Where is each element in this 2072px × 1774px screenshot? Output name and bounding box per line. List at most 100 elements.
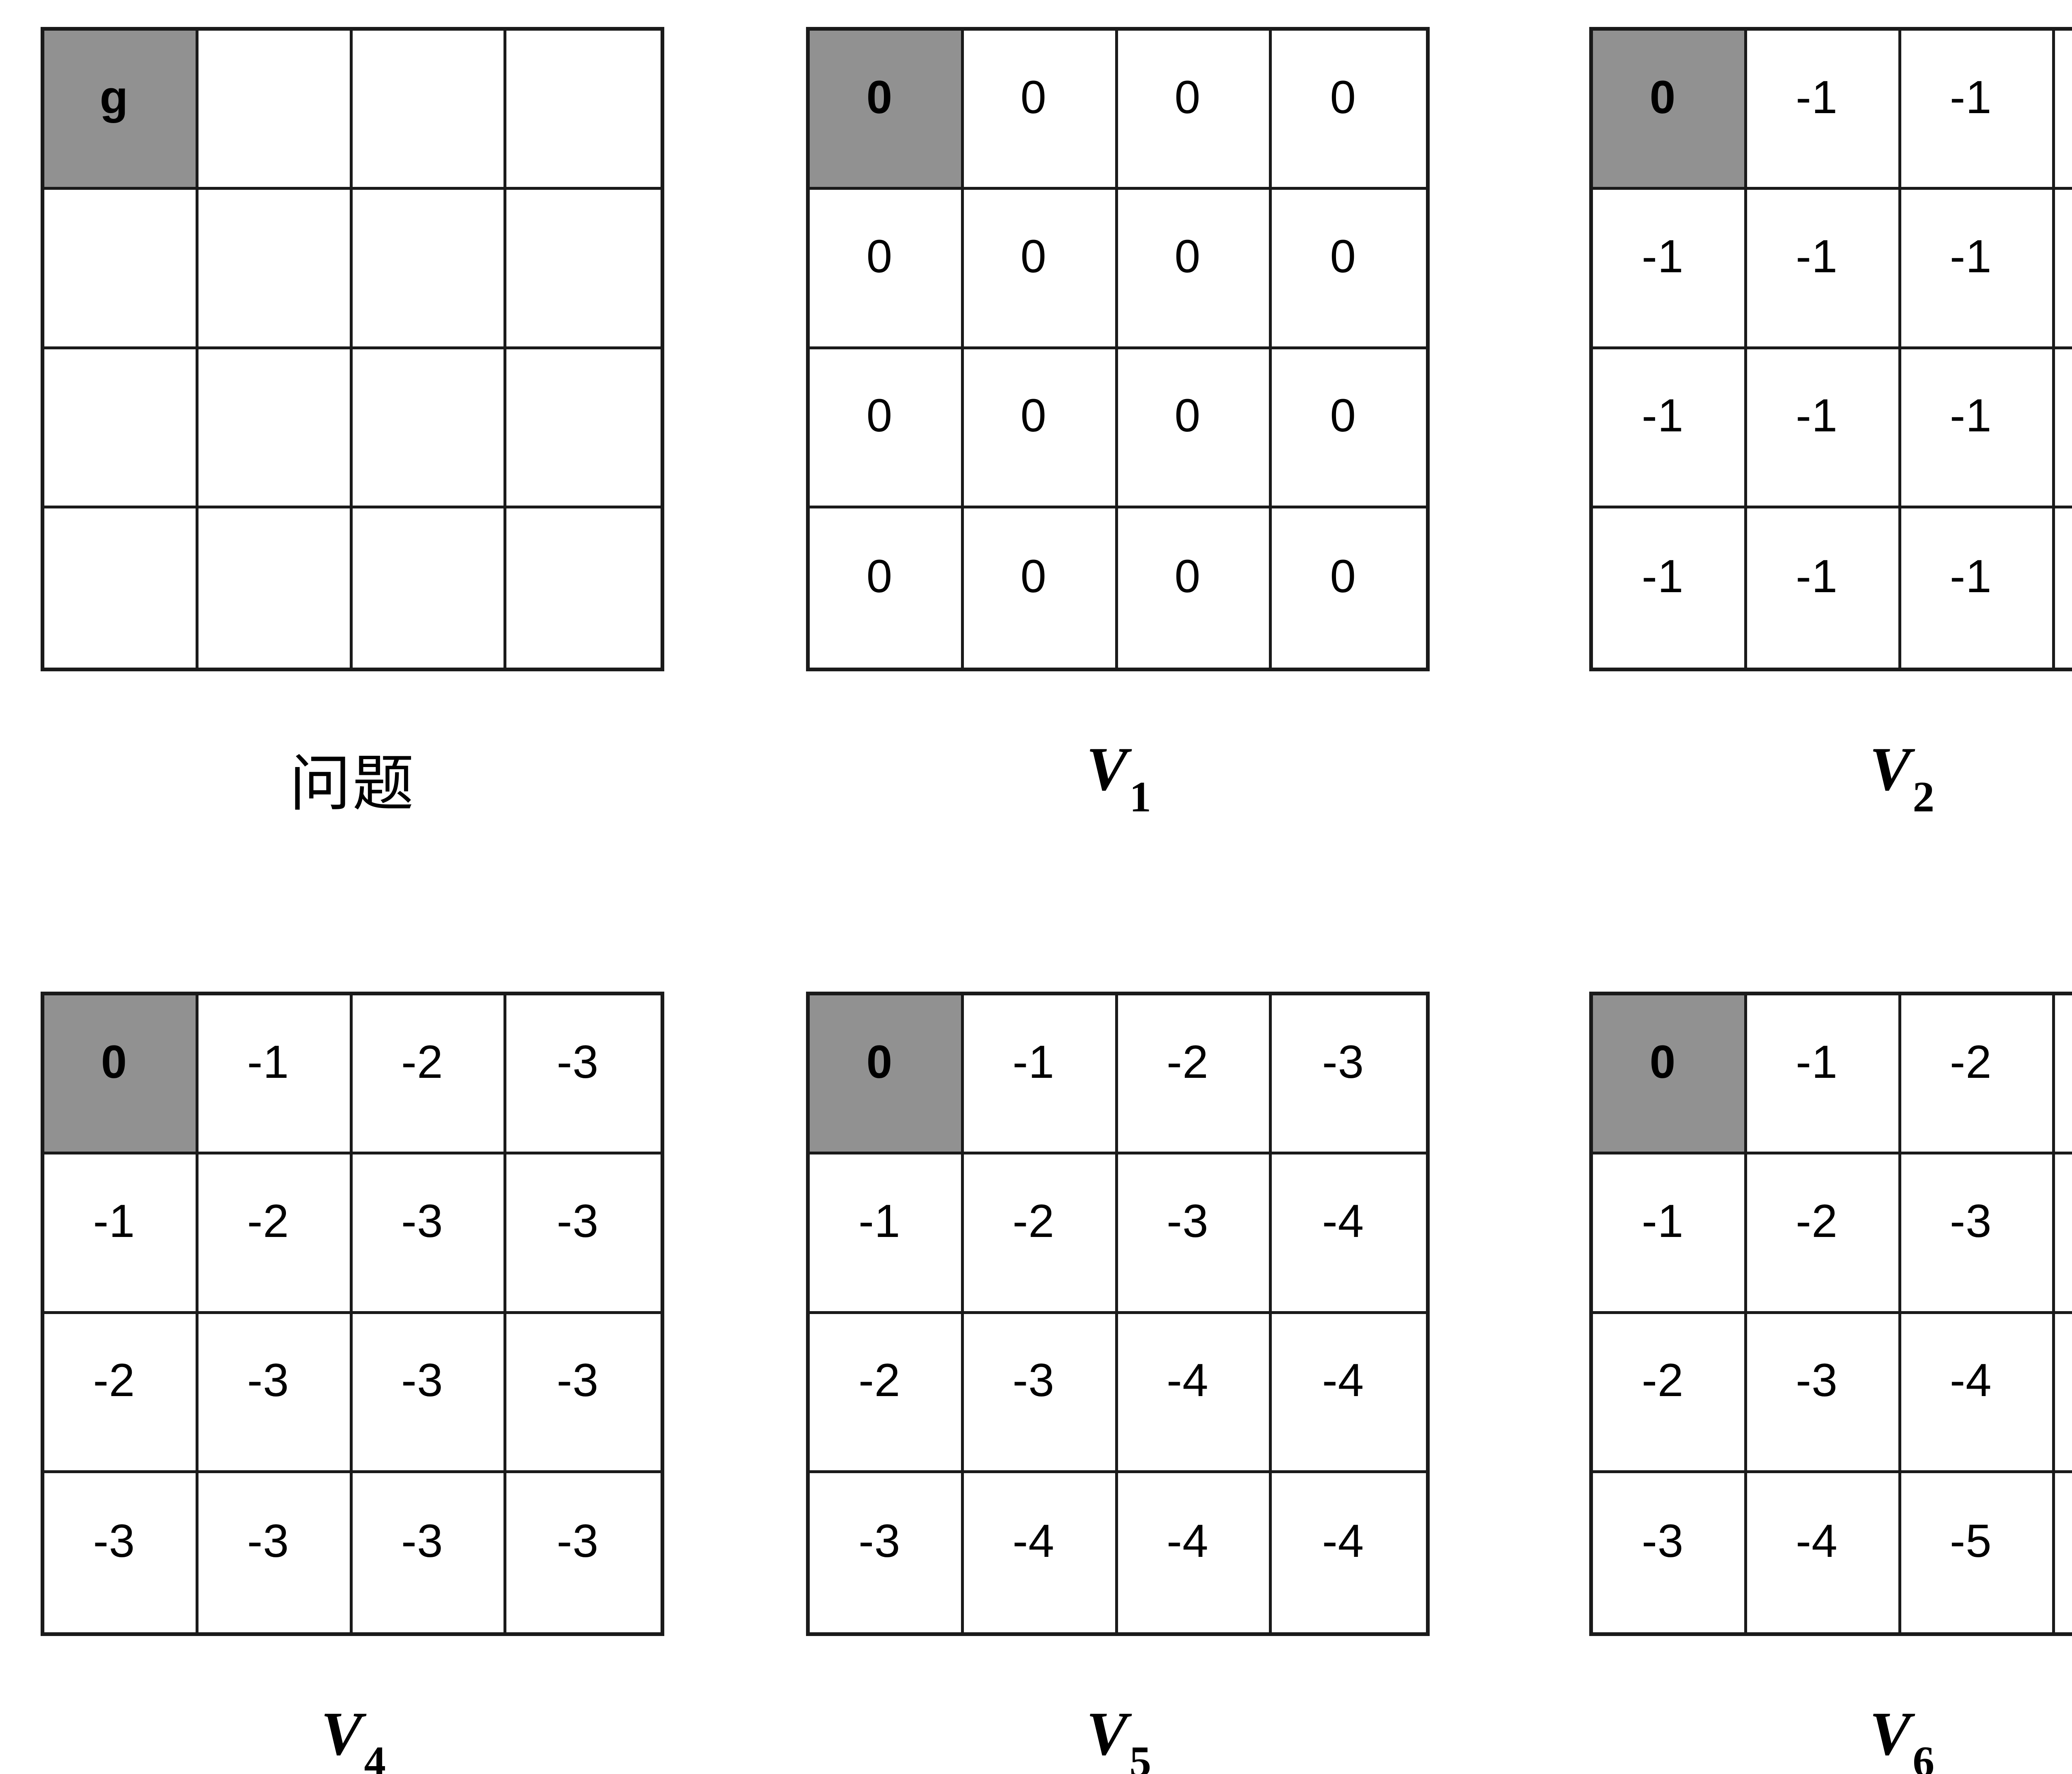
cell-value: -4 xyxy=(1796,1515,1838,1567)
cell-value: -3 xyxy=(93,1515,136,1567)
cell-value: -2 xyxy=(858,1354,901,1406)
grid-cell-v6-r3-c3: -5 xyxy=(2055,1473,2072,1632)
grid-cell-problem-r0-c3 xyxy=(506,31,661,190)
cell-value: -3 xyxy=(247,1354,289,1406)
grid-cell-v1-r3-c3: 0 xyxy=(1272,508,1426,668)
cell-value: -4 xyxy=(1322,1354,1364,1406)
caption-text: 问题 xyxy=(289,748,416,819)
grid-panel-v6: 0-1-2-3-1-2-3-4-2-3-4-5-3-4-5-5V6 xyxy=(1589,992,2072,1774)
cell-value: -4 xyxy=(1012,1515,1055,1567)
grid-cell-v1-r0-c1: 0 xyxy=(963,31,1118,190)
cell-value: 0 xyxy=(1174,550,1201,602)
cell-value: 0 xyxy=(1330,390,1356,442)
cell-value: -3 xyxy=(1322,1036,1364,1088)
cell-value: 0 xyxy=(1020,390,1047,442)
goal-cell-v6-r0-c0: 0 xyxy=(1593,995,1747,1155)
caption-symbol: V xyxy=(1086,735,1128,804)
value-grid-v6: 0-1-2-3-1-2-3-4-2-3-4-5-3-4-5-5 xyxy=(1589,992,2072,1636)
grid-cell-v6-r2-c2: -4 xyxy=(1901,1314,2055,1473)
grid-cell-v2-r2-c0: -1 xyxy=(1593,349,1747,508)
goal-cell-v5-r0-c0: 0 xyxy=(810,995,964,1155)
cell-value: -1 xyxy=(1950,71,1992,123)
grid-cell-v4-r0-c1: -1 xyxy=(198,995,353,1155)
grid-cell-v1-r0-c3: 0 xyxy=(1272,31,1426,190)
cell-value: -2 xyxy=(1641,1354,1684,1406)
goal-cell-v1-r0-c0: 0 xyxy=(810,31,964,190)
cell-value: -1 xyxy=(247,1036,289,1088)
grid-cell-v5-r3-c2: -4 xyxy=(1118,1473,1272,1632)
cell-value: 0 xyxy=(1330,550,1356,602)
cell-value: -1 xyxy=(1796,71,1838,123)
cell-value: -3 xyxy=(557,1195,599,1247)
cell-value: -1 xyxy=(1796,390,1838,442)
grid-cell-v4-r2-c3: -3 xyxy=(506,1314,661,1473)
grid-cell-v1-r1-c0: 0 xyxy=(810,190,964,349)
cell-value: -3 xyxy=(1012,1354,1055,1406)
cell-value: -2 xyxy=(247,1195,289,1247)
cell-value: -3 xyxy=(858,1515,901,1567)
cell-value: 0 xyxy=(1330,230,1356,282)
grid-cell-problem-r0-c1 xyxy=(198,31,353,190)
cell-value: -3 xyxy=(247,1515,289,1567)
grid-cell-v6-r0-c2: -2 xyxy=(1901,995,2055,1155)
caption-subscript: 1 xyxy=(1129,772,1151,821)
grid-cell-v5-r3-c0: -3 xyxy=(810,1473,964,1632)
grid-cell-v6-r1-c3: -4 xyxy=(2055,1154,2072,1314)
grid-cell-v2-r3-c0: -1 xyxy=(1593,508,1747,668)
grid-cell-v2-r1-c0: -1 xyxy=(1593,190,1747,349)
cell-value: 0 xyxy=(1020,230,1047,282)
cell-value: -4 xyxy=(1167,1515,1209,1567)
cell-value: -2 xyxy=(401,1036,443,1088)
grid-cell-problem-r3-c1 xyxy=(198,508,353,668)
grid-cell-problem-r3-c2 xyxy=(352,508,507,668)
cell-value: g xyxy=(99,71,129,123)
cell-value: -3 xyxy=(557,1036,599,1088)
grid-cell-v1-r0-c2: 0 xyxy=(1118,31,1272,190)
grid-cell-v6-r1-c1: -2 xyxy=(1747,1154,1901,1314)
cell-value: -3 xyxy=(1950,1195,1992,1247)
grid-cell-v2-r3-c3: -1 xyxy=(2055,508,2072,668)
grid-cell-v5-r2-c0: -2 xyxy=(810,1314,964,1473)
goal-cell-v2-r0-c0: 0 xyxy=(1593,31,1747,190)
grid-cell-v2-r1-c1: -1 xyxy=(1747,190,1901,349)
caption-symbol: V xyxy=(1869,1699,1911,1768)
cell-value: -2 xyxy=(1167,1036,1209,1088)
grid-cell-v1-r3-c2: 0 xyxy=(1118,508,1272,668)
grid-cell-v5-r1-c2: -3 xyxy=(1118,1154,1272,1314)
grid-cell-v1-r1-c3: 0 xyxy=(1272,190,1426,349)
cell-value: 0 xyxy=(1330,71,1356,123)
grid-panel-v2: 0-1-1-1-1-1-1-1-1-1-1-1-1-1-1-1V2 xyxy=(1589,27,2072,825)
cell-value: 0 xyxy=(1020,71,1047,123)
grid-cell-v4-r1-c0: -1 xyxy=(44,1154,198,1314)
cell-value: -1 xyxy=(1641,1195,1684,1247)
cell-value: 0 xyxy=(1649,1036,1676,1088)
grid-panel-problem: g 问题 xyxy=(41,27,664,825)
caption-subscript: 6 xyxy=(1912,1737,1934,1774)
grid-cell-v4-r3-c2: -3 xyxy=(352,1473,507,1632)
grid-cell-v1-r1-c2: 0 xyxy=(1118,190,1272,349)
cell-value: -3 xyxy=(401,1195,443,1247)
grid-cell-v4-r2-c2: -3 xyxy=(352,1314,507,1473)
cell-value: -2 xyxy=(93,1354,136,1406)
cell-value: -2 xyxy=(1796,1195,1838,1247)
grid-cell-problem-r2-c3 xyxy=(506,349,661,508)
cell-value: -4 xyxy=(1322,1515,1364,1567)
grid-cell-v6-r2-c3: -5 xyxy=(2055,1314,2072,1473)
cell-value: -1 xyxy=(1641,390,1684,442)
grid-cell-v2-r1-c2: -1 xyxy=(1901,190,2055,349)
cell-value: -3 xyxy=(1167,1195,1209,1247)
grid-cell-problem-r2-c1 xyxy=(198,349,353,508)
grid-cell-v4-r2-c1: -3 xyxy=(198,1314,353,1473)
caption-subscript: 4 xyxy=(364,1737,386,1774)
cell-value: -2 xyxy=(1012,1195,1055,1247)
cell-value: -1 xyxy=(1950,390,1992,442)
cell-value: 0 xyxy=(866,1036,893,1088)
grid-cell-v2-r2-c1: -1 xyxy=(1747,349,1901,508)
cell-value: -3 xyxy=(1796,1354,1838,1406)
cell-value: 0 xyxy=(866,390,893,442)
grid-cell-v5-r1-c1: -2 xyxy=(963,1154,1118,1314)
caption-symbol: V xyxy=(1086,1699,1128,1768)
